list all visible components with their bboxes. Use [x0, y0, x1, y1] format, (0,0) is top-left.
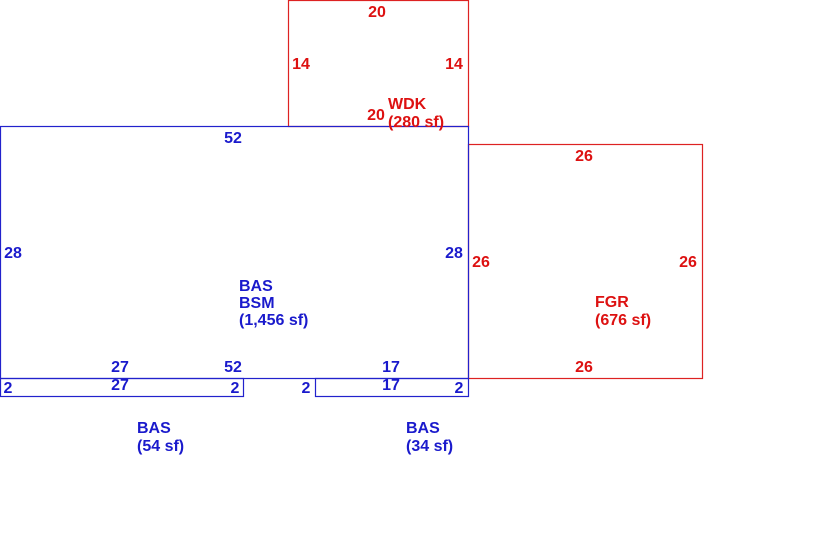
main-code1-label: BAS: [239, 278, 273, 295]
wdk-area-label: (280 sf): [388, 114, 444, 131]
fgr-code-label: FGR: [595, 294, 629, 311]
left-strip-dim-right: 2: [231, 380, 240, 397]
wdk-dim-bottom: 20: [367, 107, 385, 124]
left-strip-dim-left: 2: [4, 380, 13, 397]
left-strip-area-label: (54 sf): [137, 438, 184, 455]
main-dim-right: 28: [445, 245, 463, 262]
fgr-dim-top: 26: [575, 148, 593, 165]
wdk-dim-left: 14: [292, 56, 310, 73]
left-strip-outline: [0, 377, 245, 398]
fgr-outline: [467, 143, 704, 380]
right-strip-area-label: (34 sf): [406, 438, 453, 455]
wdk-dim-right: 14: [445, 56, 463, 73]
right-strip-dim-top-outer: 17: [382, 359, 400, 376]
left-strip-dim-top: 27: [111, 377, 129, 394]
fgr-dim-left: 26: [472, 254, 490, 271]
main-dim-top: 52: [224, 130, 242, 147]
right-strip-dim-top: 17: [382, 377, 400, 394]
main-dim-bottom: 52: [224, 359, 242, 376]
right-strip-outline: [314, 377, 470, 398]
middle-gap-dim: 2: [302, 380, 311, 397]
fgr-area-label: (676 sf): [595, 312, 651, 329]
left-strip-code-label: BAS: [137, 420, 171, 437]
wdk-code-label: WDK: [388, 96, 427, 113]
main-dim-left: 28: [4, 245, 22, 262]
right-strip-dim-right: 2: [455, 380, 464, 397]
wdk-dim-top: 20: [368, 4, 386, 21]
main-dim-bottom-left: 27: [111, 359, 129, 376]
main-building-outline: [0, 125, 470, 380]
main-code2-label: BSM: [239, 295, 275, 312]
fgr-dim-bottom: 26: [575, 359, 593, 376]
main-area-label: (1,456 sf): [239, 312, 308, 329]
right-strip-code-label: BAS: [406, 420, 440, 437]
fgr-dim-right: 26: [679, 254, 697, 271]
